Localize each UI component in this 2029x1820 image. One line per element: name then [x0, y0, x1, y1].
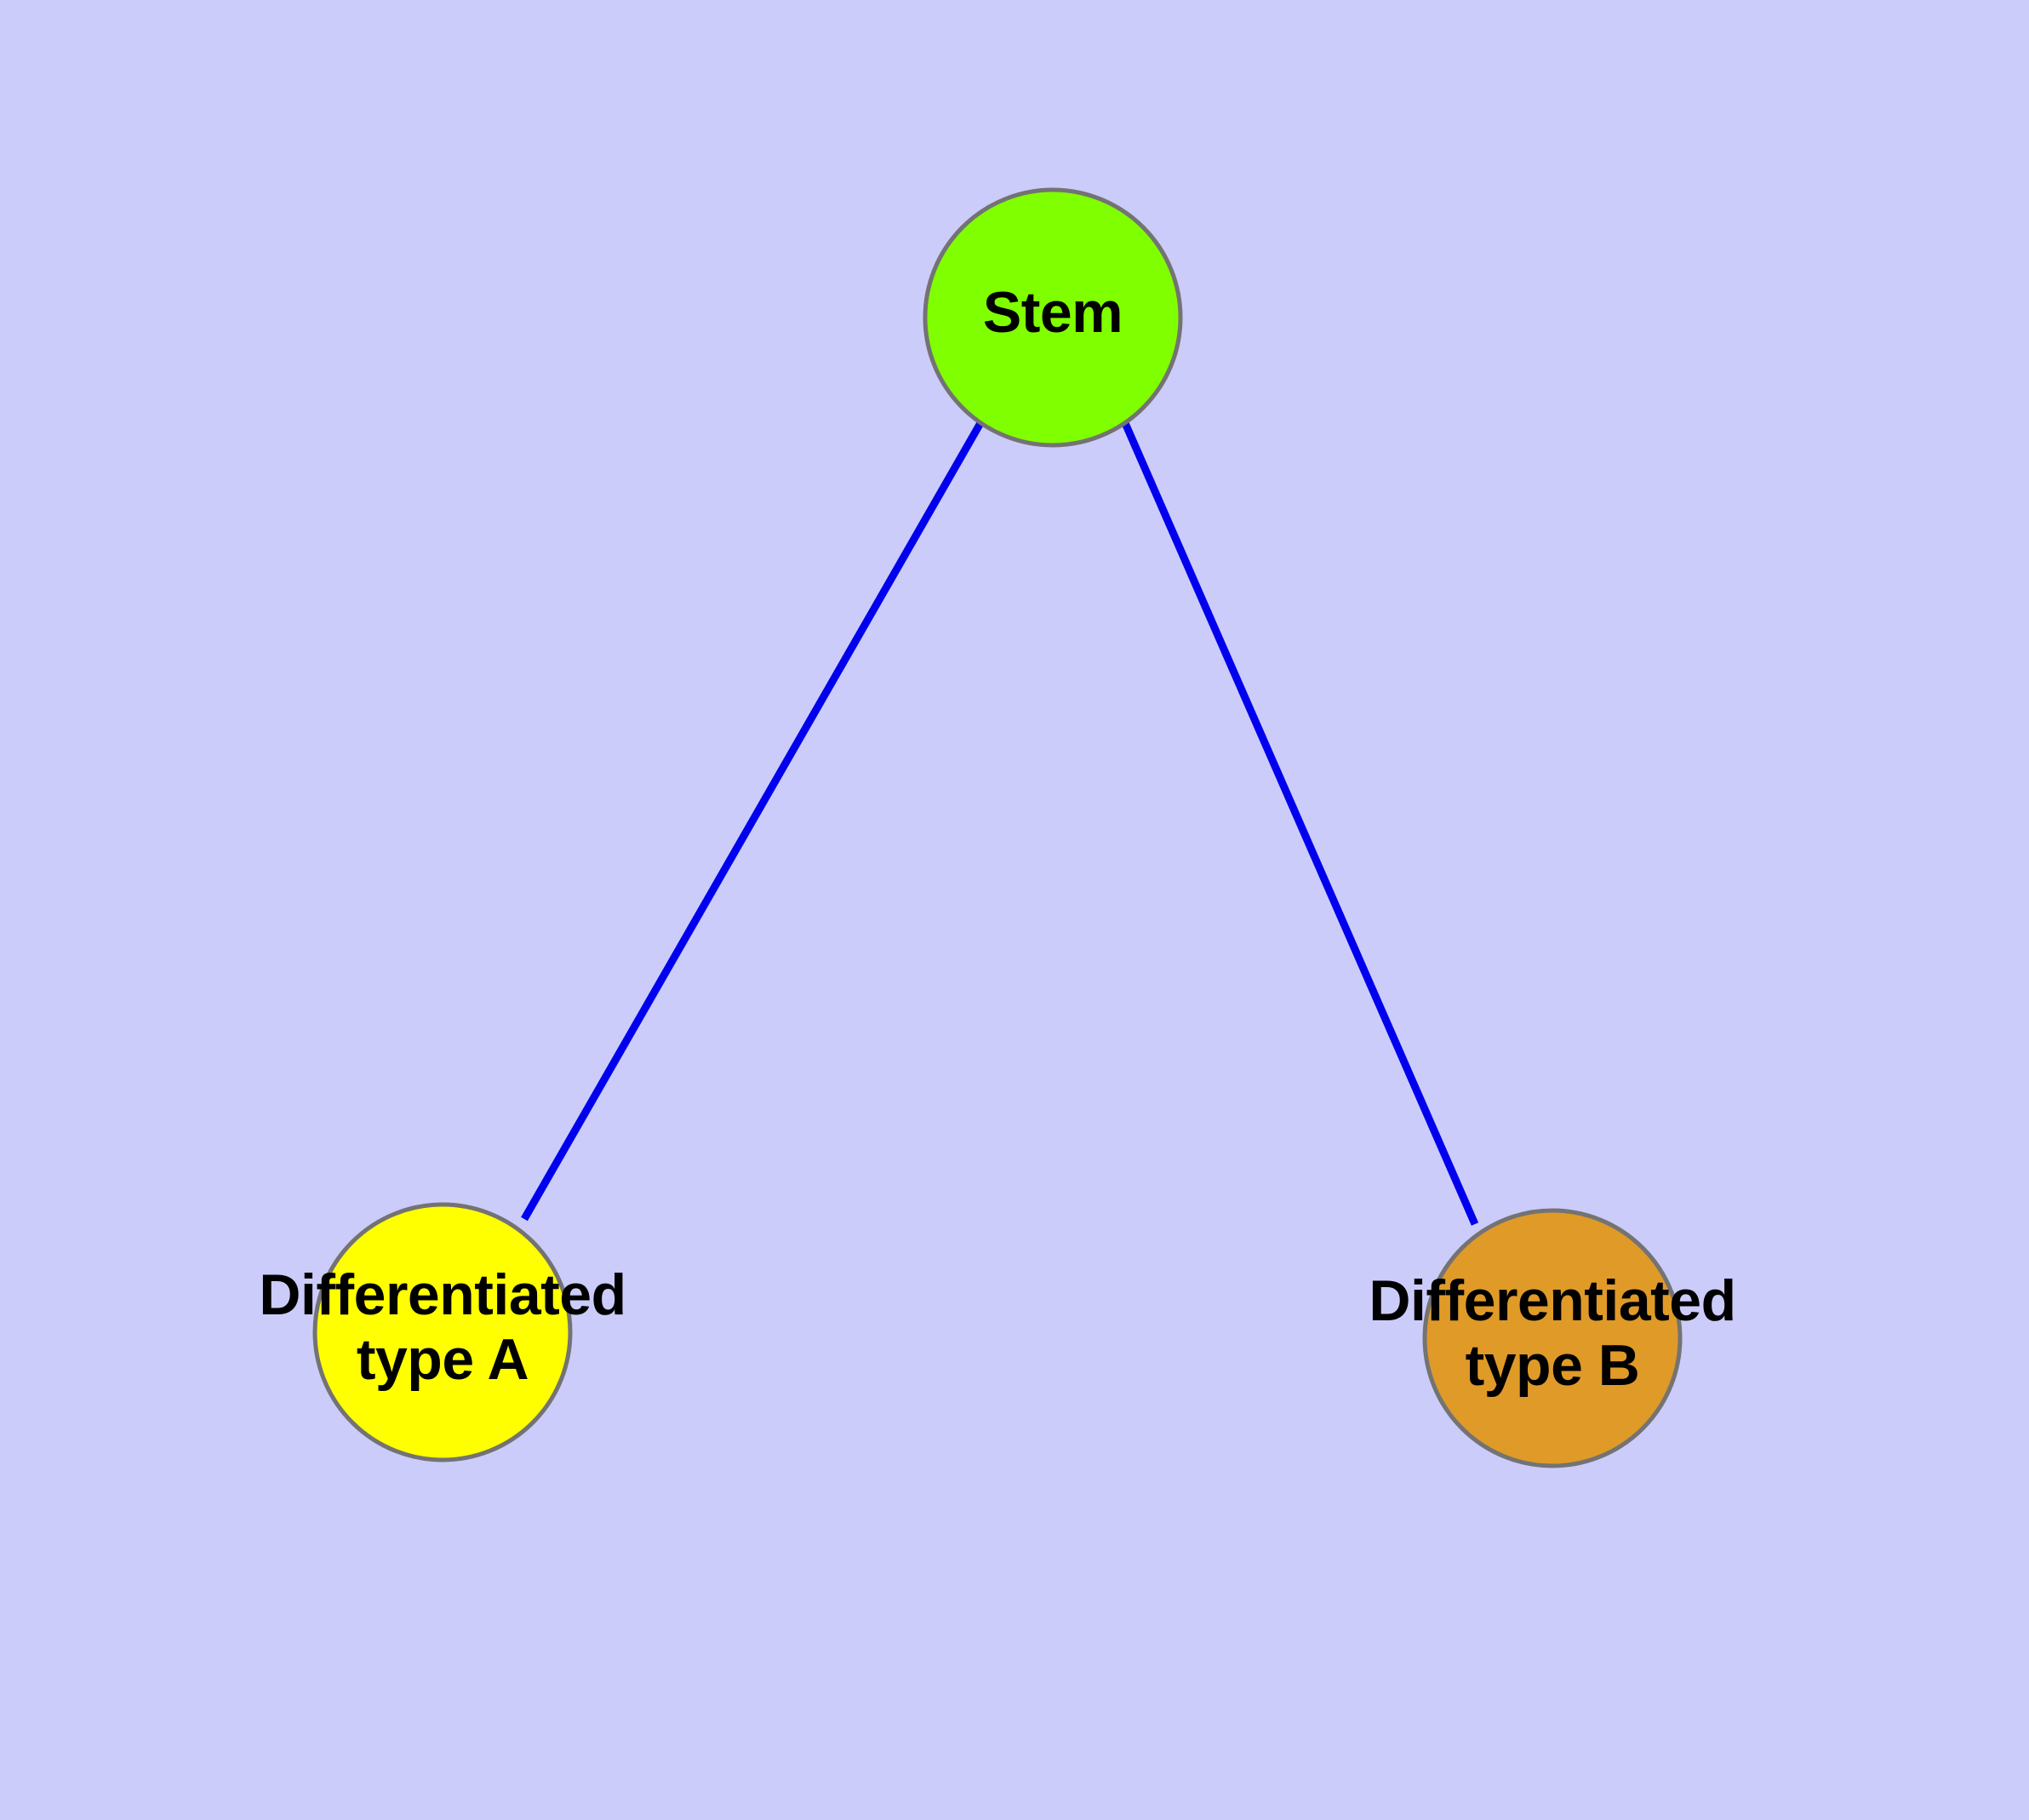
- edges-layer: [521, 421, 1479, 1226]
- graph-edge: [521, 421, 984, 1222]
- graph-edge: [1121, 421, 1479, 1226]
- graph-node-diff_a[interactable]: [312, 1202, 573, 1462]
- nodes-layer: [312, 187, 1683, 1468]
- graph-node-diff_b[interactable]: [1422, 1208, 1683, 1468]
- graph-node-stem[interactable]: [923, 187, 1183, 448]
